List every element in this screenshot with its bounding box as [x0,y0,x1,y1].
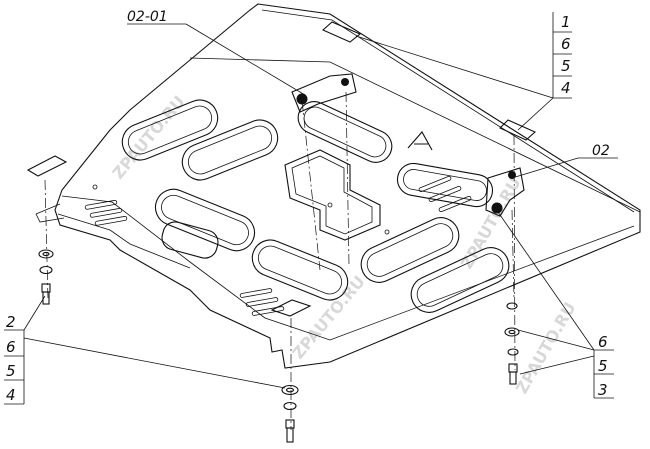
stack-bottom-right: 6 5 3 [497,211,614,399]
stack-top-right-4: 4 [561,79,571,97]
watermark-4: ZPAUTO.RU [512,299,580,397]
stack-bottom-right-2: 5 [598,357,608,375]
stack-left: 2 6 5 4 [4,295,286,405]
callout-02: 02 [511,143,618,179]
cutout-3 [297,101,393,163]
fastener-bottom [281,384,299,443]
watermark-2: ZPAUTO.RU [289,272,369,363]
vent-right [418,175,472,213]
stack-top-right: 1 6 5 4 [355,12,572,131]
fastener-right [504,302,520,385]
stack-left-1: 2 [6,313,16,331]
cutout-small [161,221,219,259]
plate-holes [92,184,390,235]
pad-right [499,119,537,141]
stack-left-2: 6 [6,338,16,356]
direction-arrow-mark [407,131,433,151]
vent-bottom [239,288,285,316]
pad-top [321,21,362,43]
fastener-left [38,249,54,305]
cutout-7 [410,247,510,313]
watermark-group: ZPAUTO.RU ZPAUTO.RU ZPAUTO.RU ZPAUTO.RU [109,92,580,397]
stack-top-right-2: 6 [561,35,571,53]
pad-left [26,155,68,177]
cutout-5 [251,239,349,301]
cutout-1 [121,99,219,161]
plate-cutouts [121,99,510,313]
fastener-axes [44,91,516,430]
cutout-4 [154,188,256,252]
stack-top-right-1: 1 [561,13,571,31]
pads [26,21,537,317]
cutout-2 [181,119,279,181]
callout-label-02-01: 02-01 [127,9,168,25]
plate-outline [35,3,641,369]
vent-slots [84,175,472,316]
pad-bottom [270,299,312,317]
callout-label-02: 02 [592,143,610,159]
stack-top-right-3: 5 [561,57,571,75]
stack-bottom-right-1: 6 [598,333,608,351]
vent-left [84,199,128,226]
watermark-1: ZPAUTO.RU [109,92,189,183]
callout-02-01: 02-01 [127,9,306,96]
bracket-02 [485,167,525,217]
bracket-02-01 [291,73,357,113]
cutout-6 [360,217,460,283]
stack-left-4: 4 [6,386,16,404]
stack-left-3: 5 [6,362,16,380]
cutout-8 [396,162,494,208]
cutout-center [284,149,381,241]
stack-bottom-right-3: 3 [598,381,608,399]
